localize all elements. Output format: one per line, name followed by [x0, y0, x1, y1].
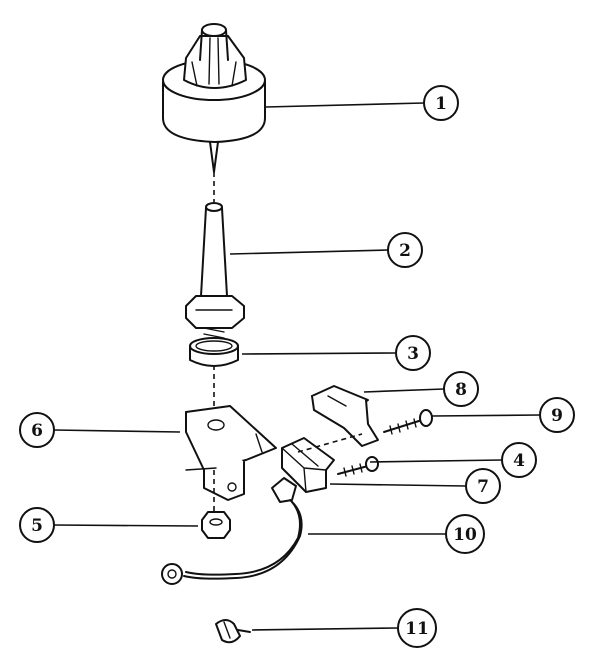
callout-4[interactable]: 4	[501, 442, 537, 478]
callout-3-label: 3	[407, 344, 419, 364]
callout-7-label: 7	[477, 477, 489, 497]
callout-5[interactable]: 5	[19, 507, 55, 543]
callout-3[interactable]: 3	[395, 335, 431, 371]
callout-11[interactable]: 11	[397, 608, 437, 648]
part-11-thumbscrew[interactable]	[215, 619, 251, 644]
part-3-ring[interactable]	[189, 337, 239, 367]
callout-2[interactable]: 2	[387, 232, 423, 268]
callout-6[interactable]: 6	[19, 412, 55, 448]
callout-10[interactable]: 10	[445, 514, 485, 554]
leader-lines	[53, 102, 541, 631]
part-10-ground-wire[interactable]	[161, 477, 303, 585]
part-6-bracket[interactable]	[185, 405, 277, 501]
callout-1-label: 1	[435, 94, 447, 114]
part-2-stem[interactable]	[185, 202, 245, 345]
callout-10-label: 10	[453, 525, 477, 545]
part-4-switch[interactable]	[281, 437, 335, 493]
callout-7[interactable]: 7	[465, 468, 501, 504]
callout-4-label: 4	[513, 451, 525, 471]
callout-2-label: 2	[399, 241, 411, 261]
callout-6-label: 6	[31, 421, 43, 441]
axis-line-4	[297, 433, 363, 453]
callout-11-label: 11	[405, 619, 429, 639]
part-7-screw[interactable]	[337, 456, 379, 477]
callout-1[interactable]: 1	[423, 85, 459, 121]
callout-8-label: 8	[455, 380, 467, 400]
callout-8[interactable]: 8	[443, 371, 479, 407]
part-9-screw[interactable]	[383, 409, 433, 435]
part-1-knob[interactable]	[162, 23, 266, 173]
callout-5-label: 5	[31, 516, 43, 536]
part-8-actuator[interactable]	[311, 385, 379, 447]
callout-9-label: 9	[551, 406, 563, 426]
part-5-nut[interactable]	[201, 511, 231, 539]
callout-9[interactable]: 9	[539, 397, 575, 433]
